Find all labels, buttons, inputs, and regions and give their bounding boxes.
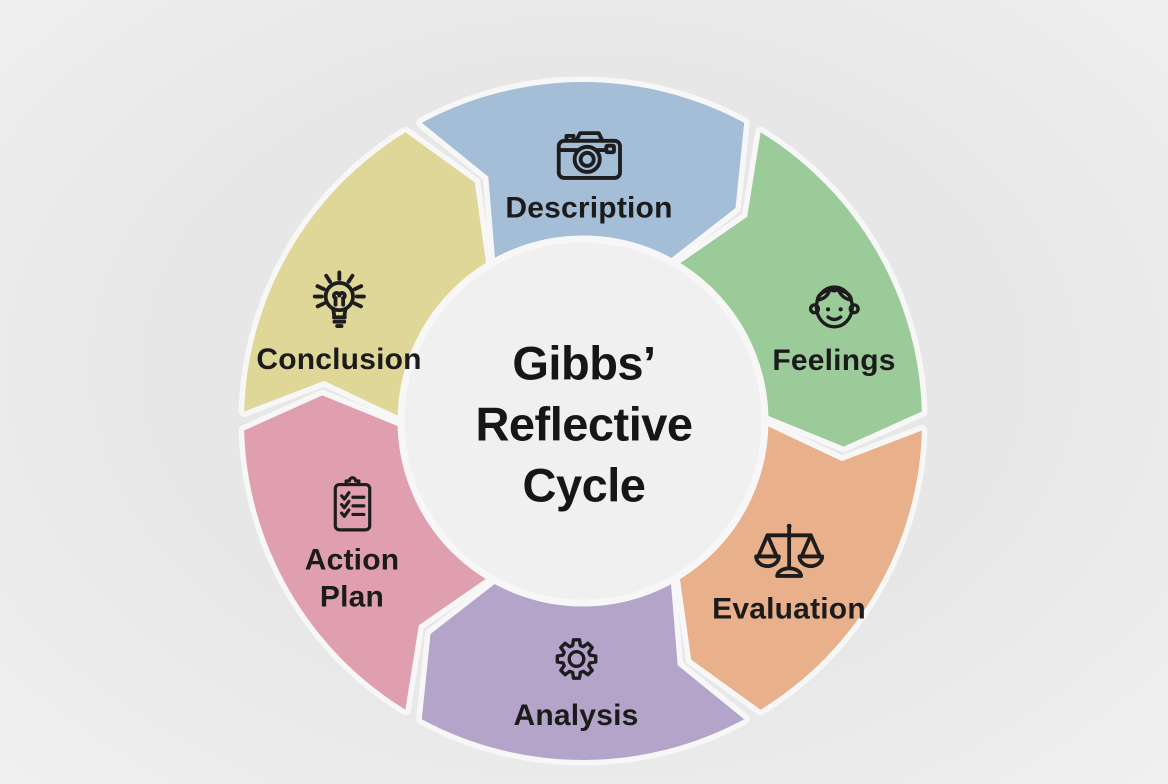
stage-label-evaluation: Evaluation [712, 592, 866, 626]
stage-analysis: Analysis [514, 628, 639, 734]
face-icon [803, 273, 865, 335]
lightbulb-icon [304, 270, 374, 334]
title-line-1: Gibbs’ [512, 336, 656, 390]
stage-label-action-plan: Action Plan [304, 543, 400, 614]
gear-icon [545, 628, 607, 690]
scales-icon [753, 519, 825, 584]
stage-conclusion: Conclusion [256, 270, 421, 378]
stage-label-analysis: Analysis [513, 699, 639, 732]
stage-action-plan: Action Plan [285, 475, 420, 616]
stage-label-conclusion: Conclusion [256, 343, 422, 376]
camera-icon [554, 128, 624, 183]
clipboard-checklist-icon [323, 475, 381, 535]
stage-evaluation: Evaluation [712, 519, 866, 628]
inner-circle [397, 235, 769, 607]
stage-label-feelings: Feelings [772, 344, 896, 377]
diagram-title: Gibbs’ Reflective Cycle [475, 333, 693, 516]
title-line-3: Cycle [522, 458, 646, 512]
stage-label-description: Description [505, 191, 673, 225]
stage-description: Description [505, 128, 672, 227]
title-line-2: Reflective [475, 397, 693, 451]
stage-feelings: Feelings [772, 273, 895, 379]
